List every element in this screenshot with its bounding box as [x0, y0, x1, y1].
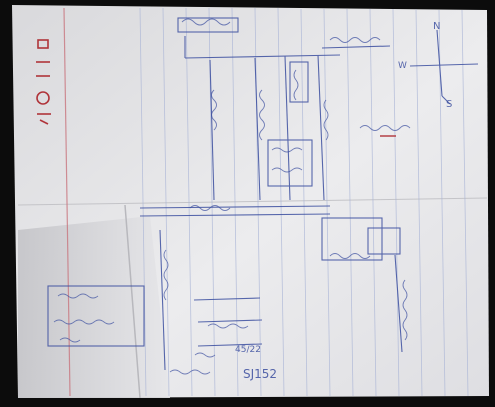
paper-fold	[18, 216, 170, 398]
margin-line	[63, 7, 71, 397]
fraction-label: 45/22	[235, 345, 261, 355]
fold-crease	[124, 204, 141, 399]
ruled-lines	[139, 7, 469, 397]
fold-crease-h	[17, 197, 488, 206]
left-red-marks	[36, 39, 51, 125]
bottom-number: SJ152	[243, 367, 278, 381]
plot-sketch	[47, 17, 479, 371]
handwriting-scribbles	[53, 18, 411, 375]
compass-s: S	[446, 99, 453, 110]
compass-n: N	[433, 21, 441, 32]
compass-w: W	[398, 61, 407, 71]
